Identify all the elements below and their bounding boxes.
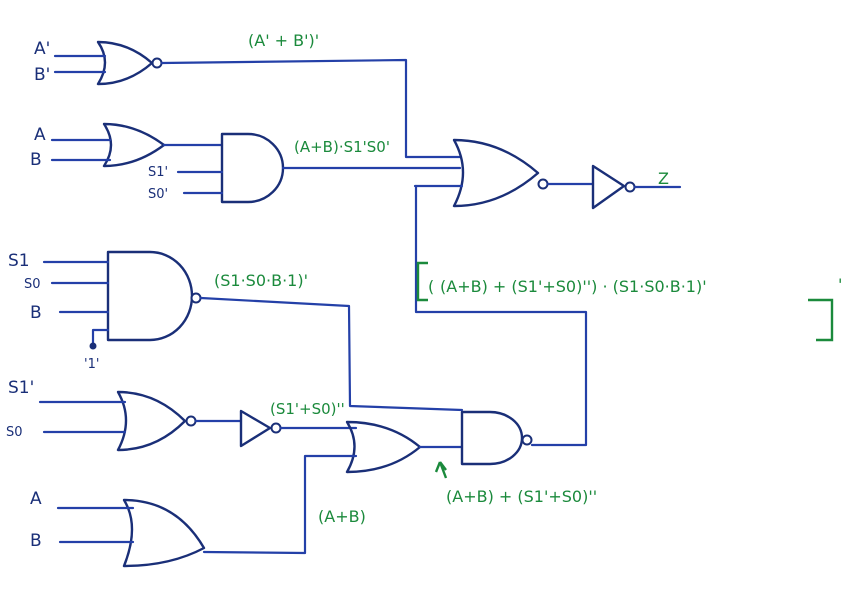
input-s1-prime-5: S1' bbox=[8, 378, 34, 398]
input-s0-prime-3: S0' bbox=[148, 187, 168, 202]
or-gate-2 bbox=[102, 122, 166, 168]
input-s1-4: S1 bbox=[8, 251, 30, 271]
input-b-6: B bbox=[30, 531, 42, 551]
nor-gate-main bbox=[452, 138, 549, 208]
expr-inverter-out: (S1'+S0)'' bbox=[270, 400, 345, 418]
expr-nand-top: (S1·S0·B·1)' bbox=[214, 271, 308, 290]
expr-nor-top: (A' + B')' bbox=[248, 31, 319, 50]
wire-one-in-4 bbox=[91, 328, 110, 348]
input-a-prime: A' bbox=[34, 39, 50, 59]
inverter-output bbox=[591, 164, 636, 210]
output-z-label: Z bbox=[658, 169, 669, 188]
bracket-left bbox=[416, 261, 428, 302]
expr-or-mid: (A+B) + (S1'+S0)'' bbox=[446, 487, 597, 506]
input-b-4: B bbox=[30, 303, 42, 323]
expr-or-bottom: (A+B) bbox=[318, 507, 366, 526]
input-one-4: '1' bbox=[84, 357, 99, 372]
expr-and-mid: (A+B)·S1'S0' bbox=[294, 138, 390, 156]
input-s0-5: S0 bbox=[6, 425, 23, 440]
wire-nor1-out bbox=[160, 58, 462, 159]
expr-final-open: ( bbox=[428, 277, 434, 296]
wire-nand4-out bbox=[199, 296, 464, 412]
annotation-arrow bbox=[434, 461, 448, 479]
input-s1-prime-3: S1' bbox=[148, 165, 168, 180]
expr-final-main: (A+B) + (S1'+S0)'') · (S1·S0·B·1)' bbox=[440, 277, 707, 296]
nor-gate-1 bbox=[96, 40, 163, 86]
wire-feedback-up bbox=[414, 184, 588, 447]
bracket-right bbox=[808, 298, 834, 342]
input-a-2: A bbox=[34, 125, 46, 145]
or-gate-6 bbox=[122, 498, 206, 568]
expr-final-prime: ' bbox=[838, 275, 842, 294]
input-a-6: A bbox=[30, 489, 42, 509]
input-b-2: B bbox=[30, 150, 42, 170]
wire-or6-out bbox=[202, 454, 358, 555]
constant-one-dot bbox=[89, 342, 97, 350]
input-s0-4: S0 bbox=[24, 277, 41, 292]
nand-gate-9 bbox=[460, 410, 533, 466]
input-b-prime: B' bbox=[34, 65, 50, 85]
and-gate-3 bbox=[220, 132, 285, 204]
nand-gate-4 bbox=[106, 250, 202, 342]
nor-gate-5 bbox=[116, 390, 197, 452]
or-gate-8 bbox=[345, 420, 422, 474]
inverter-5 bbox=[239, 409, 282, 448]
